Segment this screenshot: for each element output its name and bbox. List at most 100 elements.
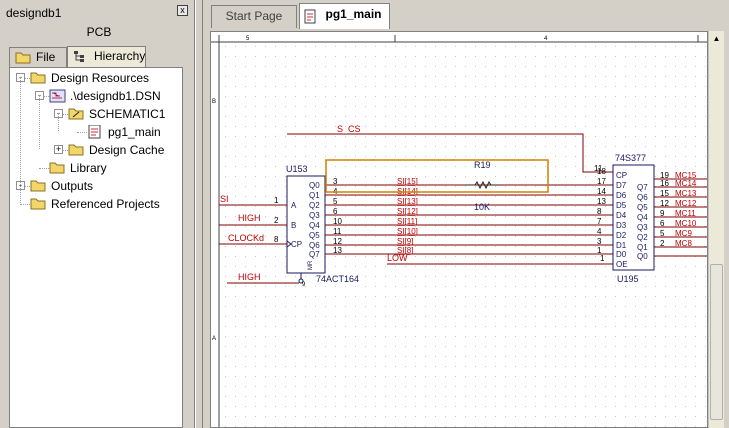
tree-node[interactable]: -Outputs xyxy=(10,177,182,195)
folder-icon xyxy=(30,72,46,84)
u153-pin-name: CP xyxy=(291,240,302,249)
panel-tabs: File Hierarchy xyxy=(9,46,189,67)
u195-pin-number: 17 xyxy=(597,177,606,186)
tab-pg1-main[interactable]: pg1_main xyxy=(299,3,390,29)
tree-node[interactable]: pg1_main xyxy=(10,123,182,141)
u195-pin-name: Q5 xyxy=(637,203,648,212)
tree-connector xyxy=(20,186,30,187)
u195-pin-number: 2 xyxy=(660,239,665,248)
u195-body xyxy=(612,164,655,271)
border-row-label: A xyxy=(212,336,216,342)
tree-connector xyxy=(20,78,30,79)
u153-pin-name: Q7 xyxy=(309,250,320,259)
u195-pin-name: Q6 xyxy=(637,193,648,202)
tree-node[interactable]: -.\designdb1.DSN xyxy=(10,87,182,105)
net-label-high: HIGH xyxy=(238,213,261,223)
u195-pin-name: Q1 xyxy=(637,243,648,252)
u195-pin-name: Q3 xyxy=(637,223,648,232)
tree-node-label: Design Resources xyxy=(51,71,150,85)
u153-pin-name: Q5 xyxy=(309,231,320,240)
u153-pin-name: Q4 xyxy=(309,221,320,230)
u195-pin-name: D7 xyxy=(616,181,627,190)
tree-connector xyxy=(58,114,68,115)
u195-pin-number: 4 xyxy=(597,227,602,236)
tab-start-page[interactable]: Start Page xyxy=(211,5,297,28)
tree-node-label: pg1_main xyxy=(108,125,161,139)
tree-connector xyxy=(20,204,30,205)
tree-connector xyxy=(39,168,49,169)
tree-node[interactable]: + Design Cache xyxy=(10,141,182,159)
u195-pin-name: Q4 xyxy=(637,213,648,222)
net-label-si-bus: SI[13] xyxy=(397,197,418,206)
section-label-pcb: PCB xyxy=(86,25,112,39)
u195-pin-number: 15 xyxy=(660,189,669,198)
u153-pin-name: Q2 xyxy=(309,201,320,210)
u195-pin-number: 16 xyxy=(660,179,669,188)
u195-pin-number: 14 xyxy=(597,187,606,196)
u153-pin-name: B xyxy=(291,221,296,230)
expand-icon[interactable]: + xyxy=(54,144,63,154)
scroll-thumb[interactable] xyxy=(710,264,723,420)
tree-node-label: Library xyxy=(70,161,107,175)
u195-pin-number: 1 xyxy=(600,254,605,263)
net-label-si-bus: SI[8] xyxy=(397,246,413,255)
tree-node-label: Design Cache xyxy=(89,143,165,157)
u195-pin-number: 19 xyxy=(660,171,669,180)
r19-value: 10K xyxy=(474,202,490,212)
tree-node[interactable]: -Design Resources xyxy=(10,69,182,87)
folder-icon xyxy=(68,144,84,156)
tree-node[interactable]: Referenced Projects xyxy=(10,195,182,213)
net-wire-s-cs xyxy=(287,133,613,173)
tree-node[interactable]: -SCHEMATIC1 xyxy=(10,105,182,123)
u195-pin-name: D4 xyxy=(616,211,627,220)
tree-connector xyxy=(58,150,68,151)
u153-pin-name: Q3 xyxy=(309,211,320,220)
u153-pin-number: 8 xyxy=(274,235,279,244)
tab-hierarchy[interactable]: Hierarchy xyxy=(67,46,146,67)
resistor-icon xyxy=(465,180,501,190)
u153-pin-number: 13 xyxy=(333,246,342,255)
schematic-folder-icon xyxy=(68,108,84,120)
tree-connector xyxy=(77,132,87,133)
net-label-mc: MC9 xyxy=(675,229,692,238)
u153-pin-name: Q1 xyxy=(309,191,320,200)
scroll-up-icon[interactable]: ▲ xyxy=(712,34,721,43)
tree-node-label: Outputs xyxy=(51,179,94,193)
u195-pin-name: Q2 xyxy=(637,233,648,242)
panel-titlebar: designdb1 x xyxy=(2,2,190,22)
project-manager-panel: designdb1 x PCB File Hierarchy -Design R… xyxy=(0,0,195,428)
u153-pin-number: 12 xyxy=(333,237,342,246)
selection-box xyxy=(325,159,549,193)
u195-pin-number: 7 xyxy=(597,217,602,226)
folder-icon xyxy=(30,180,46,192)
tab-file[interactable]: File xyxy=(9,47,67,67)
net-label-mc: MC12 xyxy=(675,199,697,208)
u195-ref: U195 xyxy=(617,274,639,284)
u153-ref: U153 xyxy=(286,164,308,174)
net-label-mc: MC8 xyxy=(675,239,692,248)
hierarchy-icon xyxy=(74,51,84,62)
u195-pin-name: D2 xyxy=(616,231,627,240)
border-col-label: 5 xyxy=(246,36,250,42)
net-label-mc: MC15 xyxy=(675,171,697,180)
u153-pin-number: 6 xyxy=(333,207,338,216)
project-tree: -Design Resources-.\designdb1.DSN-SCHEMA… xyxy=(9,67,183,428)
close-icon[interactable]: x xyxy=(177,5,188,16)
panel-splitter[interactable] xyxy=(195,0,203,428)
tree-node[interactable]: Library xyxy=(10,159,182,177)
u195-pin-number: 8 xyxy=(597,207,602,216)
u195-pin-number: 1 xyxy=(597,246,602,255)
net-label-low: LOW xyxy=(387,253,408,263)
u195-pin-name: D1 xyxy=(616,241,627,250)
folder-icon xyxy=(49,162,65,174)
vertical-scrollbar[interactable]: ▲ xyxy=(708,31,724,428)
u195-pin-number: 11 xyxy=(594,164,603,173)
u195-pin-name: D6 xyxy=(616,191,627,200)
u153-pin-name: Q6 xyxy=(309,241,320,250)
border-row-label: B xyxy=(212,99,216,105)
u195-pin-name: Q7 xyxy=(637,183,648,192)
tree-node-label: SCHEMATIC1 xyxy=(89,107,166,121)
